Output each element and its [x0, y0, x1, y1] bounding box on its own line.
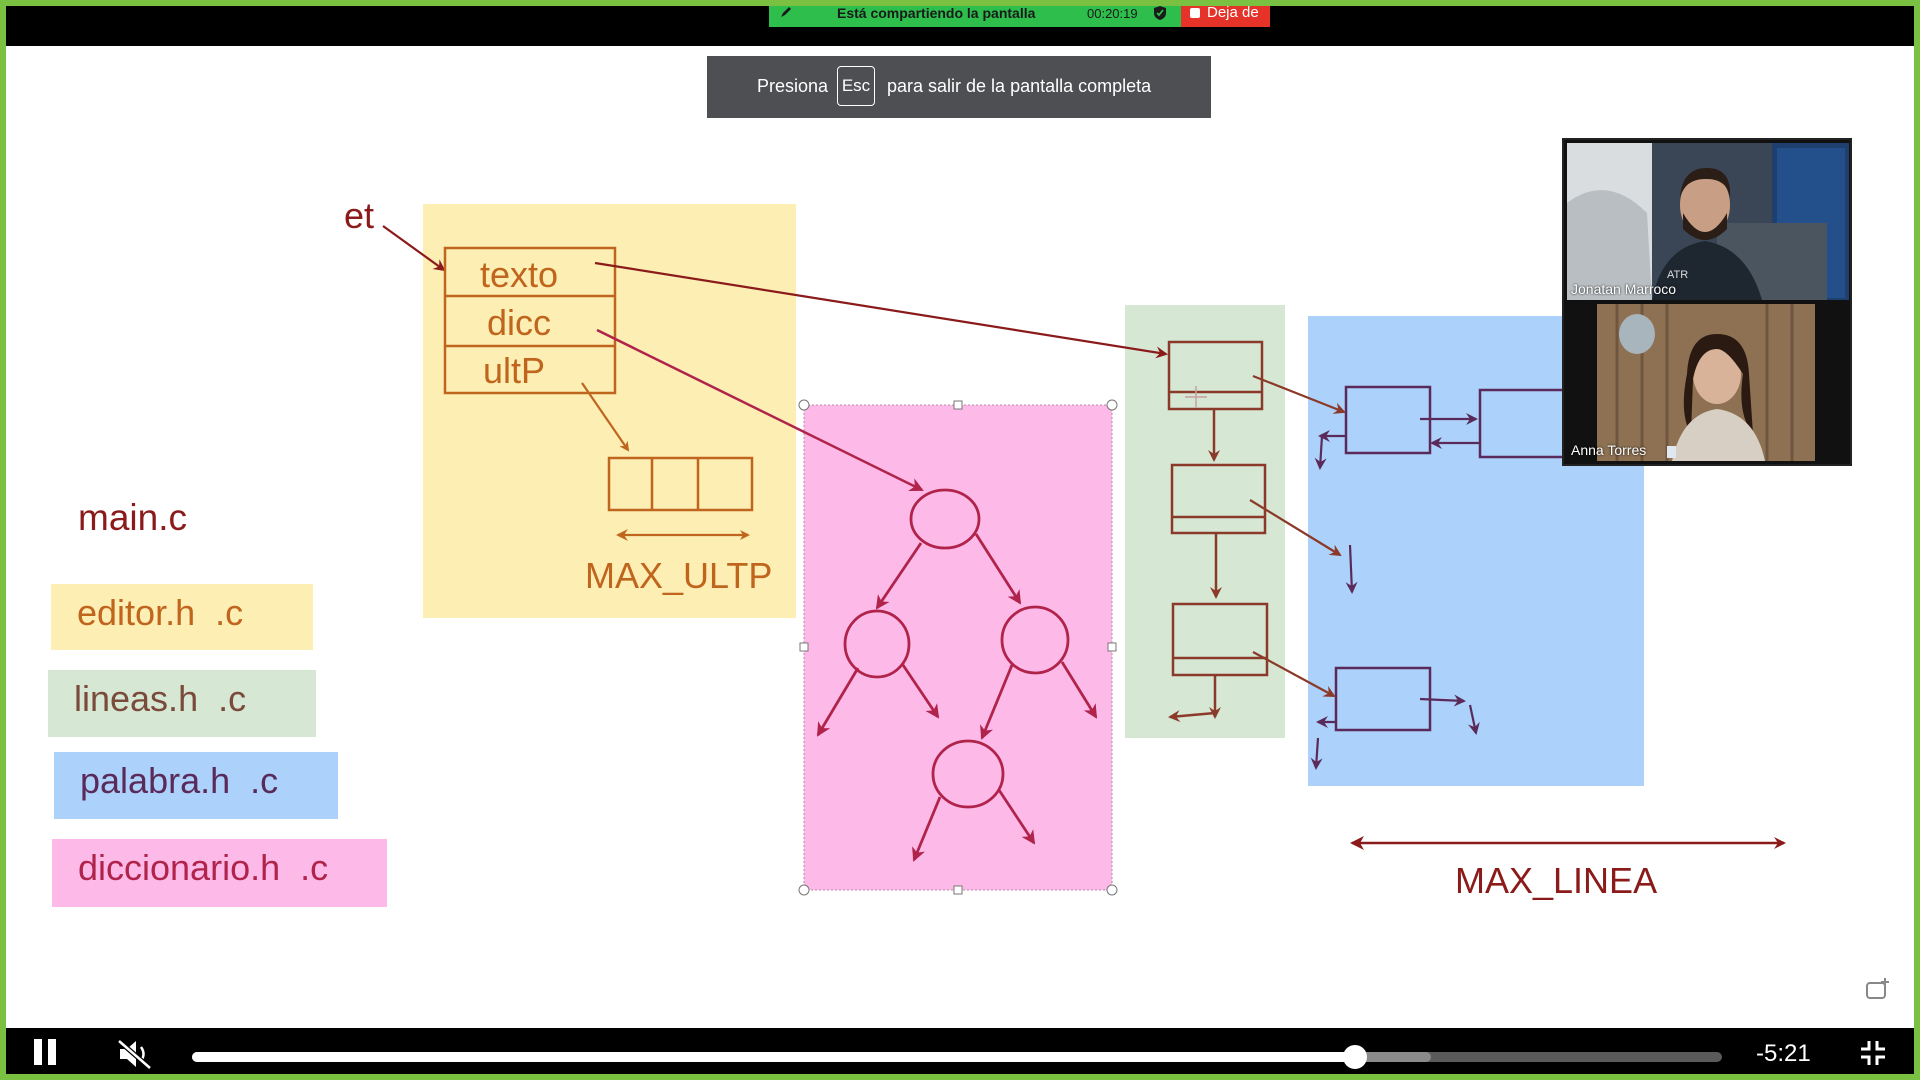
- legend-palabra-label: palabra.h .c: [80, 760, 279, 801]
- sharing-status-bar: Está compartiendo la pantalla 00:20:19: [769, 0, 1181, 27]
- person-video-icon: [1567, 304, 1849, 461]
- seek-progress: [192, 1052, 1355, 1062]
- legend-editor-label: editor.h .c: [77, 592, 244, 633]
- editor-region: [423, 204, 796, 618]
- legend-main-c: main.c: [78, 497, 187, 538]
- editor-struct: [443, 246, 617, 395]
- fullscreen-exit-hint: Presiona Esc para salir de la pantalla c…: [707, 56, 1211, 118]
- diccionario-region: [803, 404, 1113, 891]
- ultp-array: [607, 456, 754, 512]
- stop-sharing-button[interactable]: Deja de: [1181, 0, 1270, 27]
- legend-editor: editor.h .c: [51, 584, 313, 650]
- time-remaining: -5:21: [1756, 1040, 1811, 1067]
- max-ultp-label: MAX_ULTP: [585, 555, 772, 596]
- sharing-timer: 00:20:19: [1087, 6, 1138, 21]
- struct-field-dicc: dicc: [487, 302, 551, 343]
- seek-thumb[interactable]: [1342, 1045, 1367, 1069]
- sharing-label: Está compartiendo la pantalla: [837, 5, 1036, 21]
- max-linea-label: MAX_LINEA: [1455, 860, 1657, 901]
- data-structure-diagram: et texto dicc ultP MAX_ULTP: [344, 195, 1786, 901]
- lineas-list: [1167, 340, 1269, 723]
- struct-field-ultP: ultP: [483, 350, 545, 391]
- popout-icon[interactable]: [1865, 977, 1891, 1001]
- annotate-pen-icon[interactable]: [779, 5, 793, 19]
- stop-sharing-label: Deja de: [1207, 4, 1259, 21]
- dictionary-tree: [816, 488, 1098, 862]
- hint-prefix: Presiona: [757, 76, 829, 96]
- legend-lineas: lineas.h .c: [48, 670, 316, 737]
- person-video-icon: ATR: [1567, 143, 1849, 300]
- hint-suffix: para salir de la pantalla completa: [887, 76, 1152, 96]
- legend-diccionario: diccionario.h .c: [52, 839, 387, 907]
- participant-name: Jonatan Marroco: [1571, 281, 1677, 297]
- legend-diccionario-label: diccionario.h .c: [78, 847, 329, 888]
- participant-video-panel[interactable]: ATR Jonatan Marroco Anna Torres: [1562, 138, 1852, 466]
- stop-icon: [1190, 8, 1200, 18]
- pointer-et-label: et: [344, 195, 374, 236]
- shield-icon: [1154, 6, 1166, 20]
- seek-bar[interactable]: [192, 1045, 1722, 1069]
- legend-palabra: palabra.h .c: [54, 752, 338, 819]
- exit-fullscreen-icon[interactable]: [1860, 1040, 1886, 1066]
- participant-tile[interactable]: ATR Jonatan Marroco: [1567, 143, 1849, 300]
- legend-lineas-label: lineas.h .c: [74, 678, 247, 719]
- participant-name: Anna Torres: [1571, 442, 1647, 458]
- video-controls: -5:21: [0, 1028, 1920, 1080]
- struct-field-texto: texto: [480, 254, 558, 295]
- mute-icon[interactable]: [116, 1038, 154, 1070]
- palabra-arrows: [1249, 374, 1480, 770]
- svg-text:ATR: ATR: [1667, 269, 1688, 281]
- cursor-crosshair-icon: [1185, 386, 1207, 408]
- esc-key-badge: Esc: [837, 66, 875, 106]
- selection-handles: [798, 399, 1118, 896]
- participant-tile[interactable]: Anna Torres: [1567, 304, 1849, 461]
- pause-icon[interactable]: [34, 1039, 58, 1065]
